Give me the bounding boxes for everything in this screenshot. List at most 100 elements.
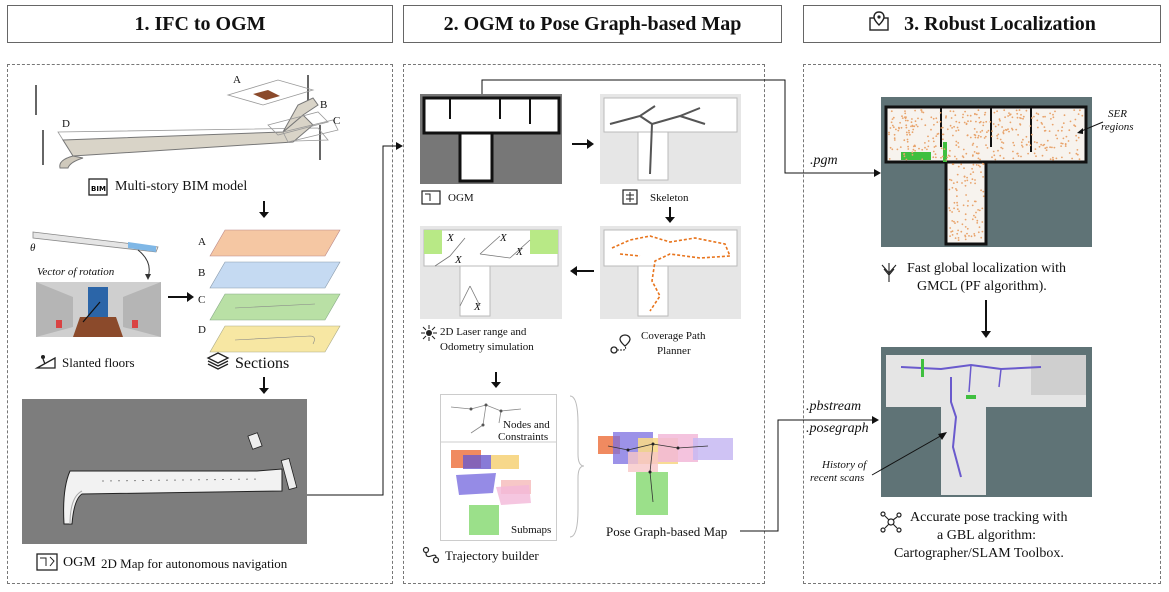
particle — [1050, 118, 1052, 120]
particle — [1037, 126, 1039, 129]
particle — [1012, 157, 1015, 160]
particle — [955, 120, 958, 123]
particle — [914, 109, 916, 112]
particle — [977, 152, 980, 155]
particle — [965, 122, 968, 125]
particle — [1075, 134, 1077, 137]
particle — [1049, 158, 1052, 161]
ogm-small-map — [420, 94, 562, 184]
particle — [1067, 140, 1070, 142]
particle — [981, 129, 984, 132]
particle — [973, 151, 976, 153]
particle — [1020, 141, 1023, 144]
particle — [966, 232, 968, 235]
particle — [969, 120, 972, 123]
particle — [992, 123, 995, 125]
particle — [899, 121, 901, 124]
particle — [978, 121, 981, 124]
particle — [1004, 116, 1006, 119]
section-a-layer — [209, 229, 341, 257]
particle — [955, 144, 958, 147]
particle — [955, 189, 958, 192]
particle — [984, 135, 987, 138]
gbl-map — [881, 347, 1092, 497]
particle — [977, 231, 980, 234]
particle — [973, 200, 976, 203]
step2-title: 2. OGM to Pose Graph-based Map — [443, 12, 742, 35]
particle — [930, 116, 933, 119]
particle — [1054, 110, 1056, 113]
arrow-right-skeleton — [572, 139, 594, 149]
theta-label: θ — [30, 242, 36, 254]
particle — [1029, 125, 1032, 127]
particle — [1008, 112, 1010, 114]
particle — [889, 127, 892, 129]
particle — [966, 134, 969, 136]
particle — [1027, 141, 1030, 143]
map-pin-icon — [868, 10, 890, 38]
particle — [926, 148, 928, 151]
particle — [1020, 113, 1022, 116]
particle — [1061, 126, 1064, 129]
particle — [904, 110, 906, 112]
layers-icon — [206, 352, 230, 375]
particle — [932, 156, 935, 159]
particle — [974, 216, 977, 219]
bim-letter-b: B — [320, 99, 328, 111]
particle — [1062, 122, 1065, 125]
particle — [985, 120, 988, 123]
section-c-layer — [209, 293, 341, 321]
particle — [906, 138, 909, 141]
particle — [1060, 129, 1063, 132]
pose-graph-map — [598, 432, 733, 515]
particle — [961, 116, 964, 119]
particle — [1079, 109, 1081, 112]
ser-pointer — [1077, 121, 1104, 134]
particle — [1077, 113, 1080, 115]
particle — [1002, 157, 1005, 160]
particle — [942, 138, 944, 141]
particle — [905, 158, 908, 161]
laser-label-2: Odometry simulation — [440, 341, 534, 353]
particle — [918, 147, 920, 150]
particle — [1076, 149, 1079, 151]
particle — [970, 235, 973, 238]
fast-label-2: GMCL (PF algorithm). — [917, 279, 1047, 294]
particle — [1061, 156, 1063, 159]
particle — [1040, 143, 1042, 146]
brace — [569, 395, 585, 538]
particle — [932, 117, 935, 120]
particle — [952, 134, 954, 137]
x-mark-4: X — [516, 246, 523, 258]
particle — [964, 213, 967, 216]
particle — [940, 156, 942, 159]
particle — [950, 179, 953, 182]
map-icon-ogm-small — [421, 190, 441, 210]
particle — [963, 167, 965, 170]
particle — [906, 140, 909, 143]
particle — [920, 118, 923, 121]
particle — [954, 155, 956, 158]
particle — [957, 129, 960, 132]
particle — [1002, 142, 1005, 144]
particle — [911, 124, 914, 127]
particle — [1042, 115, 1045, 118]
particle — [1012, 141, 1015, 144]
particle — [889, 146, 892, 149]
particle — [1048, 130, 1051, 132]
particle — [966, 227, 969, 230]
particle — [941, 155, 944, 158]
particle — [1062, 137, 1065, 140]
particle — [911, 118, 913, 120]
particle — [951, 234, 954, 236]
particle — [905, 131, 908, 134]
particle — [953, 201, 956, 204]
particle — [1030, 133, 1033, 136]
particle — [903, 153, 905, 155]
particle — [1053, 146, 1056, 149]
particle — [1002, 131, 1005, 133]
particle — [983, 137, 986, 139]
particle — [924, 142, 926, 144]
arrow-down-gbl — [981, 300, 991, 338]
particle — [954, 222, 956, 224]
